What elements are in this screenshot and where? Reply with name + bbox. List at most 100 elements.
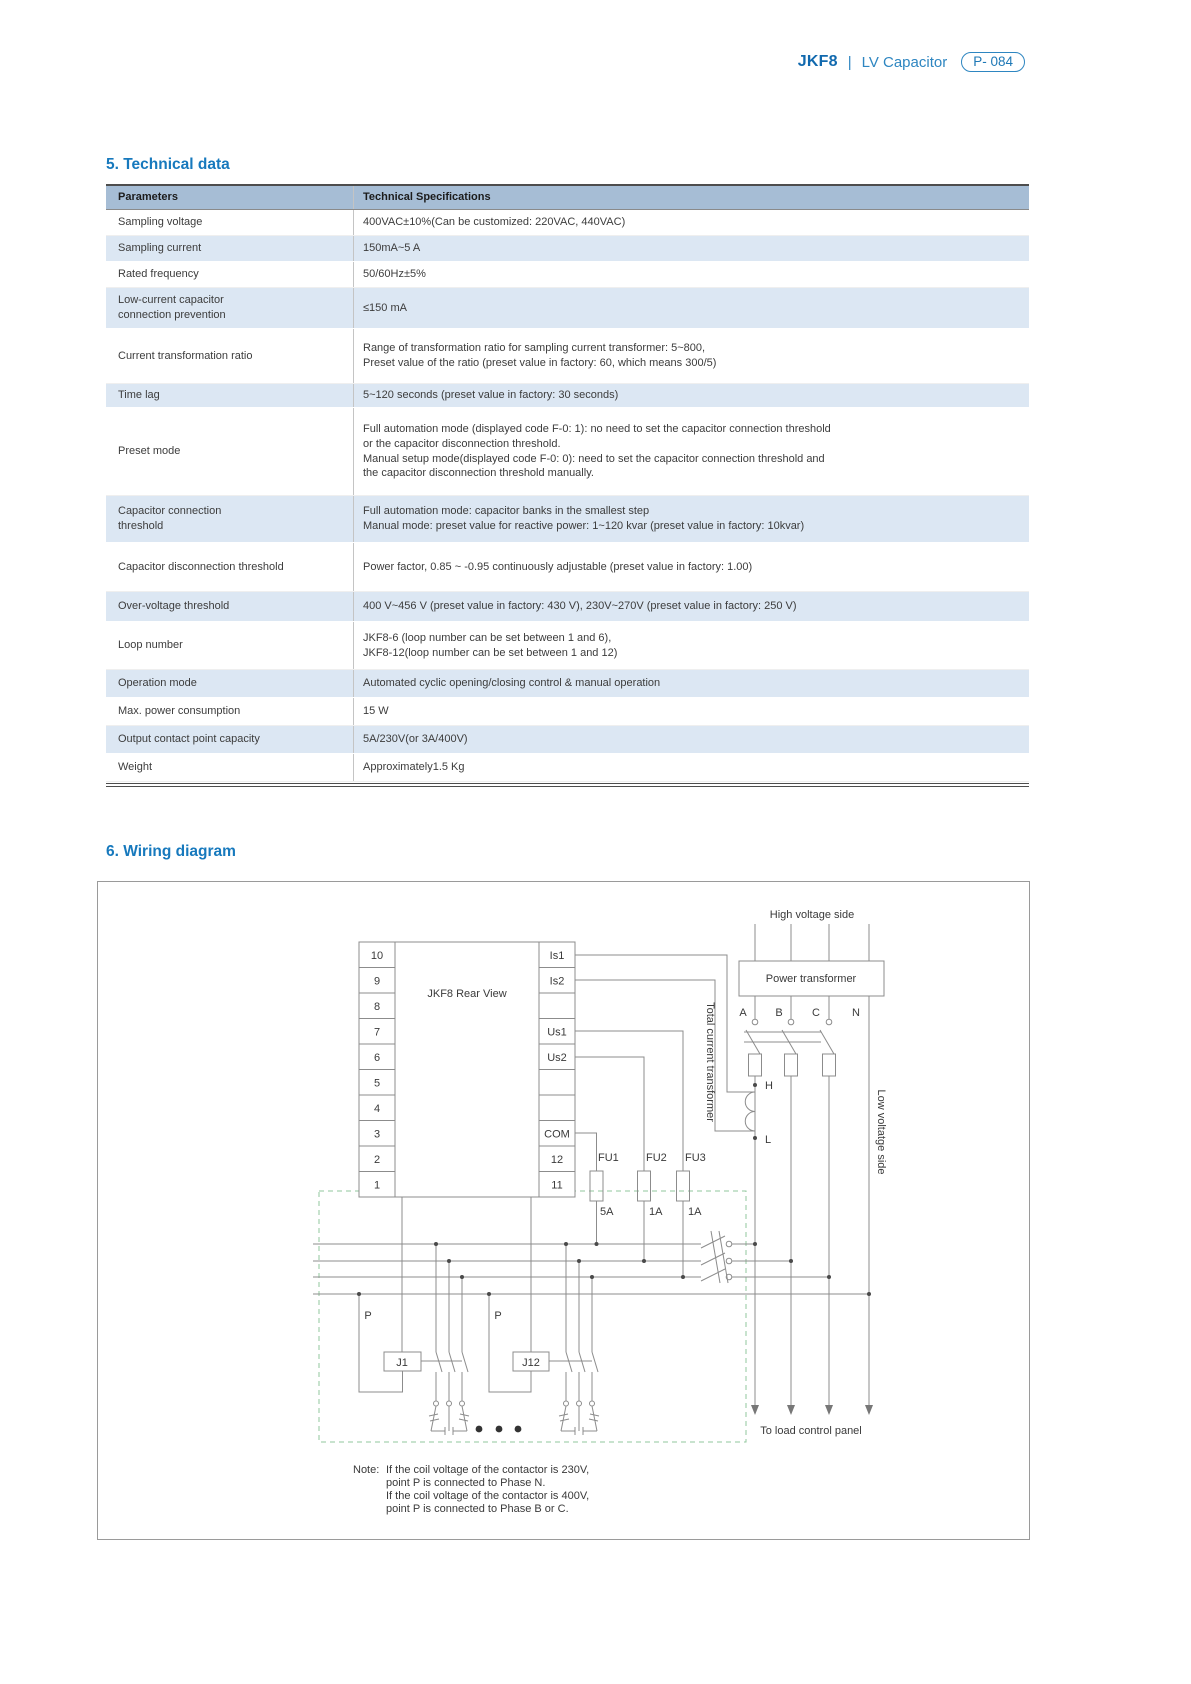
contactor-j1 [358,1244,469,1407]
table-row: Over-voltage threshold 400 V~456 V (prese… [106,592,1029,622]
section-title-wiring-diagram: 6. Wiring diagram [106,843,236,860]
terminal-label: 7 [374,1027,380,1039]
note-line: point P is connected to Phase N. [386,1477,545,1489]
table-row: Sampling current 150mA~5 A [106,236,1029,262]
arrow-down-icons [751,1405,873,1415]
fuse-fu2-label: FU2 [646,1152,667,1164]
sampling-fuse-wires [575,1030,690,1277]
terminal-block [358,941,576,1198]
table-row: Loop number JKF8-6 (loop number can be se… [106,622,1029,670]
spec-cell: Range of transformation ratio for sampli… [353,329,1029,383]
param-cell: Over-voltage threshold [118,600,230,613]
hv-feeders [754,924,870,961]
terminal-label: Is1 [550,950,565,962]
spec-cell: JKF8-6 (loop number can be set between 1… [353,622,1029,669]
left-terminal-labels: 10 9 8 7 6 5 4 3 2 1 [371,950,383,1192]
fuse-fu1-rating: 5A [600,1206,614,1218]
to-load-control-panel-label: To load control panel [760,1425,862,1437]
param-cell: Current transformation ratio [118,349,253,362]
lv-phase-switchgear [744,996,870,1407]
table-row: Time lag 5~120 seconds (preset value in f… [106,384,1029,408]
phase-b-label: B [775,1007,782,1019]
param-cell: Sampling voltage [118,216,203,229]
ct-h-label: H [765,1080,773,1092]
fuse-fu3-rating: 1A [688,1206,702,1218]
table-row: Capacitor disconnection threshold Power f… [106,543,1029,592]
power-transformer-label: Power transformer [766,973,857,985]
terminal-label: 6 [374,1052,380,1064]
terminal-label: Is2 [550,976,565,988]
terminal-label: 9 [374,976,380,988]
ct-l-label: L [765,1134,771,1146]
p-point-label-2: P [494,1310,501,1322]
ellipsis-dots-icon [475,1425,522,1433]
terminal-label: 3 [374,1129,380,1141]
contactor-j1-label: J1 [396,1357,408,1369]
table-header-row: Parameters Technical Specifications [106,186,1029,210]
param-cell: Capacitor connection threshold [118,505,222,532]
capacitor-bank-1 [428,1405,470,1435]
high-voltage-side-label: High voltage side [770,909,854,921]
note-line: If the coil voltage of the contactor is … [386,1490,589,1502]
power-transformer-box [738,960,885,997]
low-voltage-side-label: Low voltatge side [875,1090,887,1175]
table-row: Current transformation ratio Range of tra… [106,329,1029,384]
page-header: JKF8 | LV Capacitor P- 084 [798,52,1025,72]
total-current-transformer-label: Total current transformer [704,1002,716,1122]
spec-cell: 150mA~5 A [353,236,1029,261]
phase-n-label: N [852,1007,860,1019]
spec-cell: 400 V~456 V (preset value in factory: 43… [353,592,1029,621]
terminal-label: 8 [374,1001,380,1013]
param-cell: Capacitor disconnection threshold [118,560,284,573]
page-number-badge: P- 084 [961,52,1025,72]
table-bottom-rule [106,783,1029,787]
spec-cell: 5~120 seconds (preset value in factory: … [353,384,1029,407]
terminal-label: 11 [551,1180,562,1192]
contactor-j12 [488,1244,599,1407]
param-cell: Max. power consumption [118,705,241,718]
spec-cell: 50/60Hz±5% [353,262,1029,287]
spec-cell: 15 W [353,698,1029,725]
note-line: point P is connected to Phase B or C. [386,1503,569,1515]
external-wiring-dashed-box [318,1190,747,1443]
note-label: Note: [353,1464,379,1476]
bus-lines [313,1243,869,1295]
terminal-label: 12 [551,1154,563,1166]
param-cell: Loop number [118,639,183,652]
contactor-j12-label: J12 [522,1357,540,1369]
terminal-label: 5 [374,1078,380,1090]
note-line: If the coil voltage of the contactor is … [386,1464,589,1476]
table-row: Capacitor connection threshold Full autom… [106,496,1029,543]
terminal-label: 10 [371,950,383,962]
column-header-specs: Technical Specifications [353,186,1029,209]
param-cell: Time lag [118,389,160,402]
current-transformer [575,954,756,1132]
param-cell: Output contact point capacity [118,733,260,746]
terminal-label: Us1 [547,1027,567,1039]
param-cell: Operation mode [118,677,197,690]
terminal-label: 4 [374,1103,380,1115]
header-divider: | [847,53,852,71]
param-cell: Weight [118,761,153,774]
param-cell: Rated frequency [118,268,199,281]
terminal-label: COM [544,1129,570,1141]
technical-data-table: Parameters Technical Specifications Samp… [106,184,1029,787]
spec-cell: Power factor, 0.85 ~ -0.95 continuously … [353,543,1029,591]
param-cell: Sampling current [118,242,202,255]
capacitor-bank-12 [558,1405,600,1435]
fuse-fu1-label: FU1 [598,1152,619,1164]
wiring-diagram-svg: High voltage side Power transformer A B … [313,909,887,1515]
phase-a-label: A [739,1007,747,1019]
terminal-label: Us2 [547,1052,567,1064]
fuse-fu2-rating: 1A [649,1206,663,1218]
param-cell: Preset mode [118,445,181,458]
product-category: LV Capacitor [861,53,948,71]
main-switch [700,1230,829,1284]
table-row: Max. power consumption 15 W [106,698,1029,726]
spec-cell: Full automation mode: capacitor banks in… [353,496,1029,542]
